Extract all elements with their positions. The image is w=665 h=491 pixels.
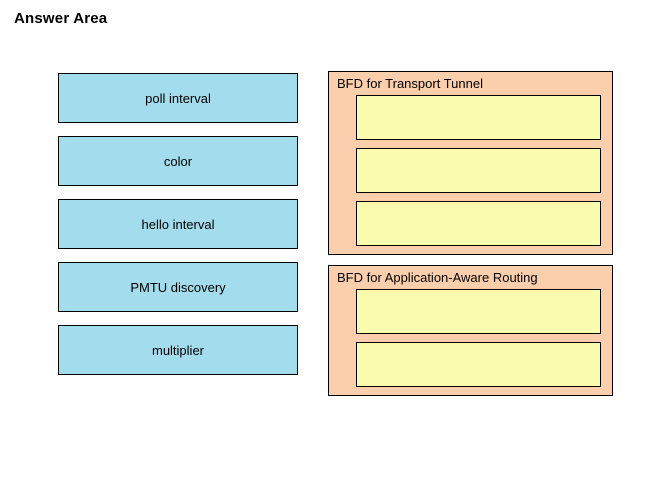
source-item-list: poll interval color hello interval PMTU … bbox=[58, 73, 300, 388]
page-title: Answer Area bbox=[14, 10, 108, 27]
source-item-label: color bbox=[163, 153, 193, 169]
source-item-hello-interval[interactable]: hello interval bbox=[58, 199, 298, 249]
drop-slot[interactable] bbox=[356, 148, 601, 193]
drop-target-area: BFD for Transport Tunnel BFD for Applica… bbox=[328, 71, 613, 396]
target-group-bfd-transport-tunnel: BFD for Transport Tunnel bbox=[328, 71, 613, 255]
target-group-title: BFD for Transport Tunnel bbox=[337, 76, 483, 91]
source-item-label: multiplier bbox=[151, 342, 204, 358]
drop-slot[interactable] bbox=[356, 289, 601, 334]
drop-slot[interactable] bbox=[356, 201, 601, 246]
target-group-bfd-application-aware-routing: BFD for Application-Aware Routing bbox=[328, 265, 613, 396]
source-item-multiplier[interactable]: multiplier bbox=[58, 325, 298, 375]
source-item-pmtu-discovery[interactable]: PMTU discovery bbox=[58, 262, 298, 312]
source-item-label: hello interval bbox=[141, 216, 215, 232]
source-item-label: poll interval bbox=[145, 90, 211, 106]
source-item-poll-interval[interactable]: poll interval bbox=[58, 73, 298, 123]
drop-slot[interactable] bbox=[356, 95, 601, 140]
target-group-title: BFD for Application-Aware Routing bbox=[337, 270, 538, 285]
source-item-label: PMTU discovery bbox=[130, 279, 226, 295]
drop-slot[interactable] bbox=[356, 342, 601, 387]
source-item-color[interactable]: color bbox=[58, 136, 298, 186]
